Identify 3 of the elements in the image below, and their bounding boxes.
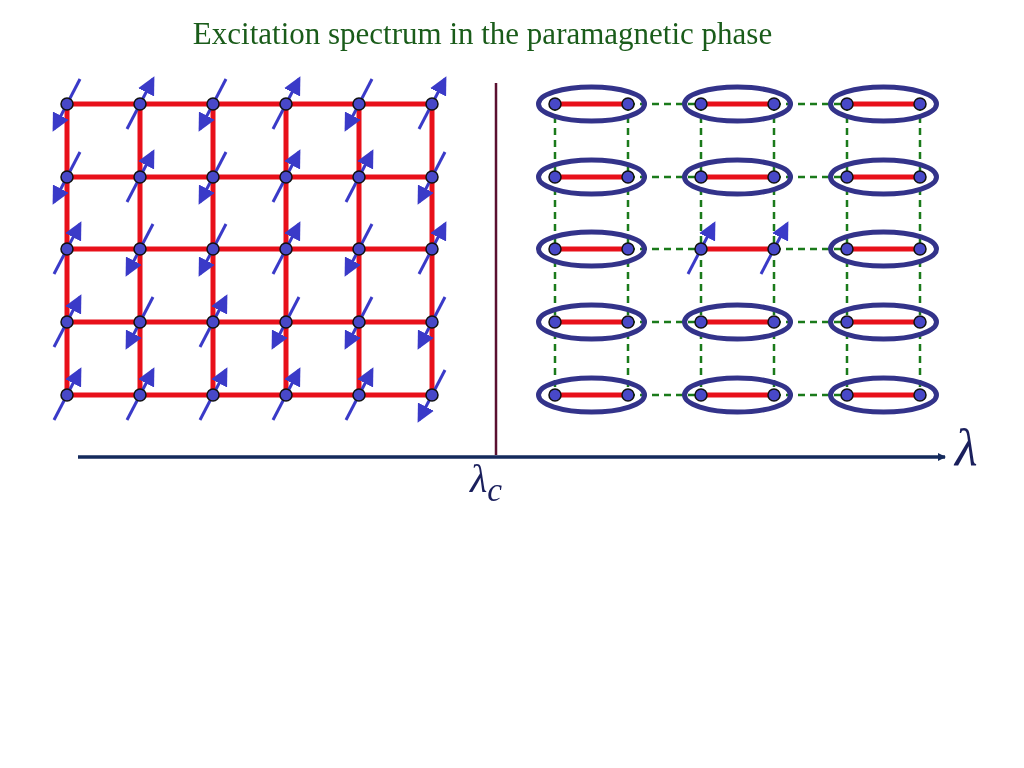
- axis-label: λ: [955, 418, 978, 477]
- critical-value-label: λ$_{c}$: [470, 455, 503, 509]
- title: Excitation spectrum in the paramagnetic phase: [191, 16, 774, 52]
